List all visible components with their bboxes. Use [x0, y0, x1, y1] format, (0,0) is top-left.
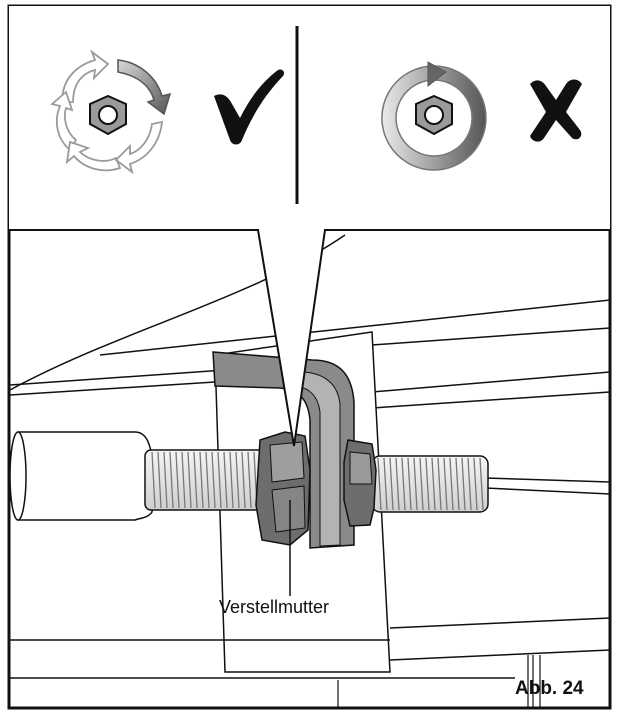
thread-ridge: [235, 451, 240, 509]
panel-line-3: [371, 371, 611, 393]
panel-line-6: [9, 381, 216, 396]
stepwise-rotation-arrows-icon: [50, 49, 164, 175]
hex-nut-hole: [424, 105, 444, 125]
thread-ridge: [181, 451, 186, 509]
part-label: Verstellmutter: [219, 597, 330, 617]
thread-ridge: [163, 451, 168, 509]
l-bracket-face: [295, 371, 341, 547]
thread-ridge: [223, 451, 228, 509]
cross-icon: [530, 79, 582, 142]
thread-ridge: [377, 457, 382, 511]
correct-method-icon: [50, 49, 172, 175]
thread-ridge: [413, 457, 418, 511]
lock-nut-right-face: [349, 451, 373, 485]
thread-ridge: [229, 451, 234, 509]
panel-line-4: [371, 391, 611, 409]
thread-ridge: [217, 451, 222, 509]
thread-ridge: [205, 451, 210, 509]
thread-ridge: [461, 457, 466, 511]
thread-ridge: [419, 457, 424, 511]
thread-ridge: [407, 457, 412, 511]
thread-ridge: [389, 457, 394, 511]
thread-ridge: [395, 457, 400, 511]
thread-ridge: [187, 451, 192, 509]
thread-ridge: [157, 451, 162, 509]
checkmark-icon: [214, 69, 285, 145]
thread-ridge: [455, 457, 460, 511]
thread-ridge: [473, 457, 478, 511]
thread-ridge: [241, 451, 246, 509]
thread-ridge: [443, 457, 448, 511]
panel-line-2: [371, 327, 611, 346]
thread-ridge: [431, 457, 436, 511]
thread-ridge: [247, 451, 252, 509]
thread-ridge: [467, 457, 472, 511]
hex-nut-hole: [98, 105, 118, 125]
thread-ridge: [169, 451, 174, 509]
thread-ridge: [199, 451, 204, 509]
thread-ridge: [383, 457, 388, 511]
cable-lower: [484, 487, 611, 495]
thread-ridge: [449, 457, 454, 511]
callout-outline: [9, 229, 610, 447]
thread-ridge: [211, 451, 216, 509]
lower-ledge-2: [389, 617, 611, 629]
lower-ledge-3: [389, 649, 611, 661]
cable-sleeve-left: [17, 431, 153, 521]
incorrect-method-icon: [381, 61, 487, 171]
thread-ridge: [193, 451, 198, 509]
adjusting-nut-face-lower: [271, 485, 306, 533]
continuous-rotation-ring-icon: [381, 65, 487, 171]
cable-upper: [484, 477, 611, 483]
thread-ridge: [425, 457, 430, 511]
highlighted-rotation-arrow-icon: [117, 59, 172, 116]
thread-ridge: [401, 457, 406, 511]
thread-ridge: [479, 457, 484, 511]
callout-panel: [9, 6, 610, 446]
adjusting-nut-face-upper: [269, 441, 305, 483]
thread-ridge: [175, 451, 180, 509]
thread-ridge: [437, 457, 442, 511]
figure-number: Abb. 24: [515, 678, 584, 699]
sleeve-end: [9, 431, 27, 521]
panel-line-1: [99, 299, 611, 356]
thread-ridge: [151, 451, 156, 509]
rotation-arrow-head-icon: [427, 61, 447, 88]
